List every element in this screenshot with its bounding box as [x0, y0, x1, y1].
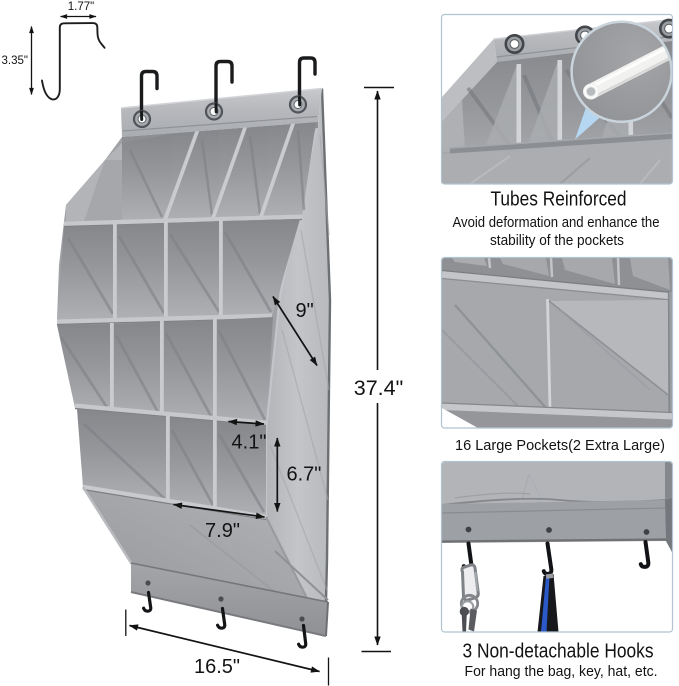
svg-text:1.77": 1.77"	[68, 1, 94, 13]
svg-text:3.35": 3.35"	[2, 55, 28, 67]
svg-text:9": 9"	[296, 300, 314, 322]
svg-text:16.5": 16.5"	[194, 656, 240, 678]
svg-text:Avoid deformation and enhance: Avoid deformation and enhance the	[453, 215, 660, 231]
svg-text:37.4": 37.4"	[354, 376, 403, 400]
svg-text:4.1": 4.1"	[232, 432, 267, 454]
svg-text:16 Large Pockets(2 Extra Large: 16 Large Pockets(2 Extra Large)	[455, 438, 665, 454]
svg-text:stability of the pockets: stability of the pockets	[490, 233, 624, 249]
svg-text:7.9": 7.9"	[205, 520, 240, 542]
svg-text:6.7": 6.7"	[287, 464, 322, 486]
svg-text:Tubes Reinforced: Tubes Reinforced	[491, 188, 627, 211]
svg-text:3 Non-detachable Hooks: 3 Non-detachable Hooks	[463, 640, 654, 663]
svg-text:For hang the bag, key, hat, e: For hang the bag, key, hat, etc.	[465, 664, 658, 680]
